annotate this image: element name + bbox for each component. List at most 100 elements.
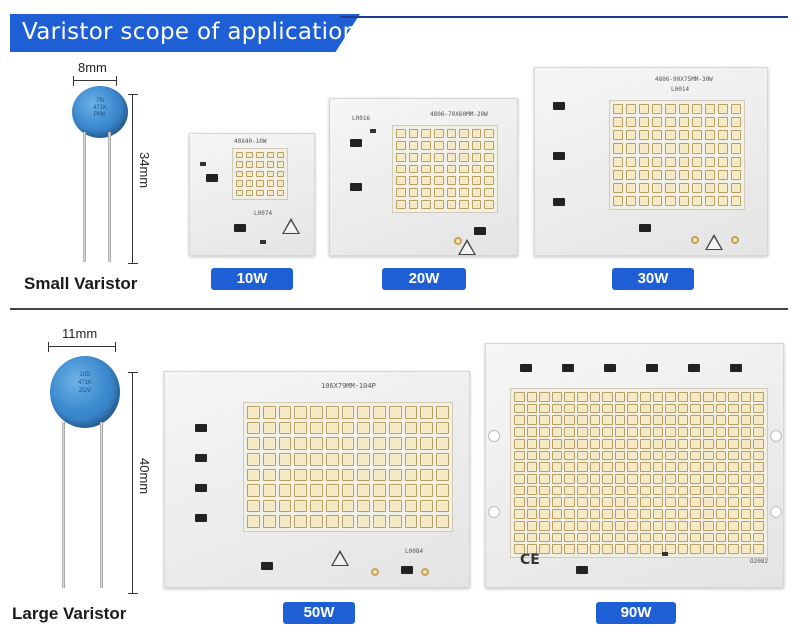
led-chip	[514, 497, 525, 508]
led-chip	[577, 497, 588, 508]
led-chip	[652, 403, 664, 414]
led-chip	[539, 392, 550, 402]
led-chip	[614, 474, 626, 484]
led-chip	[614, 450, 626, 461]
led-chip	[753, 427, 764, 437]
led-chip	[690, 544, 701, 554]
small-varistor-image: 7N 471K PRK	[70, 86, 130, 266]
led-chip	[602, 438, 613, 449]
led-chip	[640, 450, 651, 461]
board-50w-bridge-chip	[261, 562, 273, 570]
led-chip	[602, 392, 613, 402]
led-chip	[740, 485, 752, 496]
large-varistor-image: 10D 471K ZOV	[46, 356, 126, 592]
board-10w-led-array	[232, 148, 288, 200]
led-chip	[753, 462, 764, 472]
led-chip	[703, 438, 714, 449]
led-chip	[740, 403, 752, 414]
led-chip	[614, 392, 626, 402]
board-30w-bridge-chip	[639, 224, 651, 232]
large-disc-line-2: 471K	[77, 380, 92, 386]
led-chip	[652, 415, 664, 426]
section-banner: Varistor scope of application	[10, 14, 360, 52]
led-chip	[690, 415, 701, 426]
small-width-label: 8mm	[78, 60, 107, 75]
led-chip	[627, 462, 638, 472]
led-chip	[589, 520, 601, 531]
led-chip	[753, 497, 764, 508]
led-chip	[589, 497, 601, 508]
led-chip	[652, 450, 664, 461]
led-chip	[564, 450, 575, 461]
led-chip	[564, 544, 575, 554]
led-chip	[514, 462, 525, 472]
led-chip	[602, 474, 613, 484]
small-varistor-title: Small Varistor	[24, 274, 138, 293]
board-90w-mount-hole-4	[770, 506, 782, 518]
led-chip	[665, 427, 676, 437]
led-chip	[577, 474, 588, 484]
led-chip	[526, 474, 538, 484]
led-chip	[539, 544, 550, 554]
led-chip	[690, 438, 701, 449]
led-chip	[740, 520, 752, 531]
led-chip	[665, 544, 676, 554]
led-chip	[627, 532, 638, 543]
board-50w-silk-top: 106X79MM-104P	[321, 382, 376, 390]
led-chip	[526, 544, 538, 554]
led-chip	[652, 438, 664, 449]
led-chip	[690, 427, 701, 437]
led-chip	[602, 403, 613, 414]
led-chip	[526, 403, 538, 414]
led-chip	[539, 497, 550, 508]
led-chip	[602, 485, 613, 496]
led-chip	[740, 415, 752, 426]
led-chip	[740, 392, 752, 402]
led-chip	[677, 438, 689, 449]
led-chip	[703, 509, 714, 519]
board-50w-driver-chip-2	[195, 454, 207, 462]
led-chip	[627, 520, 638, 531]
led-chip	[640, 462, 651, 472]
board-10w-driver-chip	[206, 174, 218, 182]
board-20w-silk-top: 4806-70X60MM-20W	[430, 111, 488, 118]
led-chip	[652, 497, 664, 508]
led-chip	[564, 427, 575, 437]
led-chip	[715, 462, 727, 472]
board-30w-pad-1	[691, 236, 699, 244]
led-chip	[602, 544, 613, 554]
led-chip	[677, 392, 689, 402]
led-chip	[589, 427, 601, 437]
led-chip	[665, 462, 676, 472]
led-chip	[564, 474, 575, 484]
led-chip	[627, 415, 638, 426]
board-90w-driver-chip-6	[730, 364, 742, 372]
led-chip	[690, 462, 701, 472]
board-30w-led-array	[609, 100, 745, 210]
led-chip	[614, 497, 626, 508]
led-chip	[715, 485, 727, 496]
small-height-label: 34mm	[137, 152, 152, 189]
led-chip	[652, 392, 664, 402]
led-chip	[703, 485, 714, 496]
led-chip	[551, 509, 563, 519]
led-chip	[703, 544, 714, 554]
led-chip	[539, 438, 550, 449]
led-chip	[627, 544, 638, 554]
led-chip	[627, 438, 638, 449]
page-title: Varistor scope of application	[22, 19, 358, 45]
led-chip	[514, 427, 525, 437]
led-chip	[740, 450, 752, 461]
led-chip	[551, 497, 563, 508]
led-chip	[728, 403, 739, 414]
board-50w-driver-chip-4	[195, 514, 207, 522]
led-chip	[640, 544, 651, 554]
led-chip	[715, 392, 727, 402]
led-chip	[564, 497, 575, 508]
led-chip	[715, 403, 727, 414]
led-chip	[589, 403, 601, 414]
led-chip	[514, 544, 525, 554]
led-chip	[551, 427, 563, 437]
led-board-50w: 106X79MM-104P L0084	[164, 371, 470, 588]
led-chip	[665, 450, 676, 461]
